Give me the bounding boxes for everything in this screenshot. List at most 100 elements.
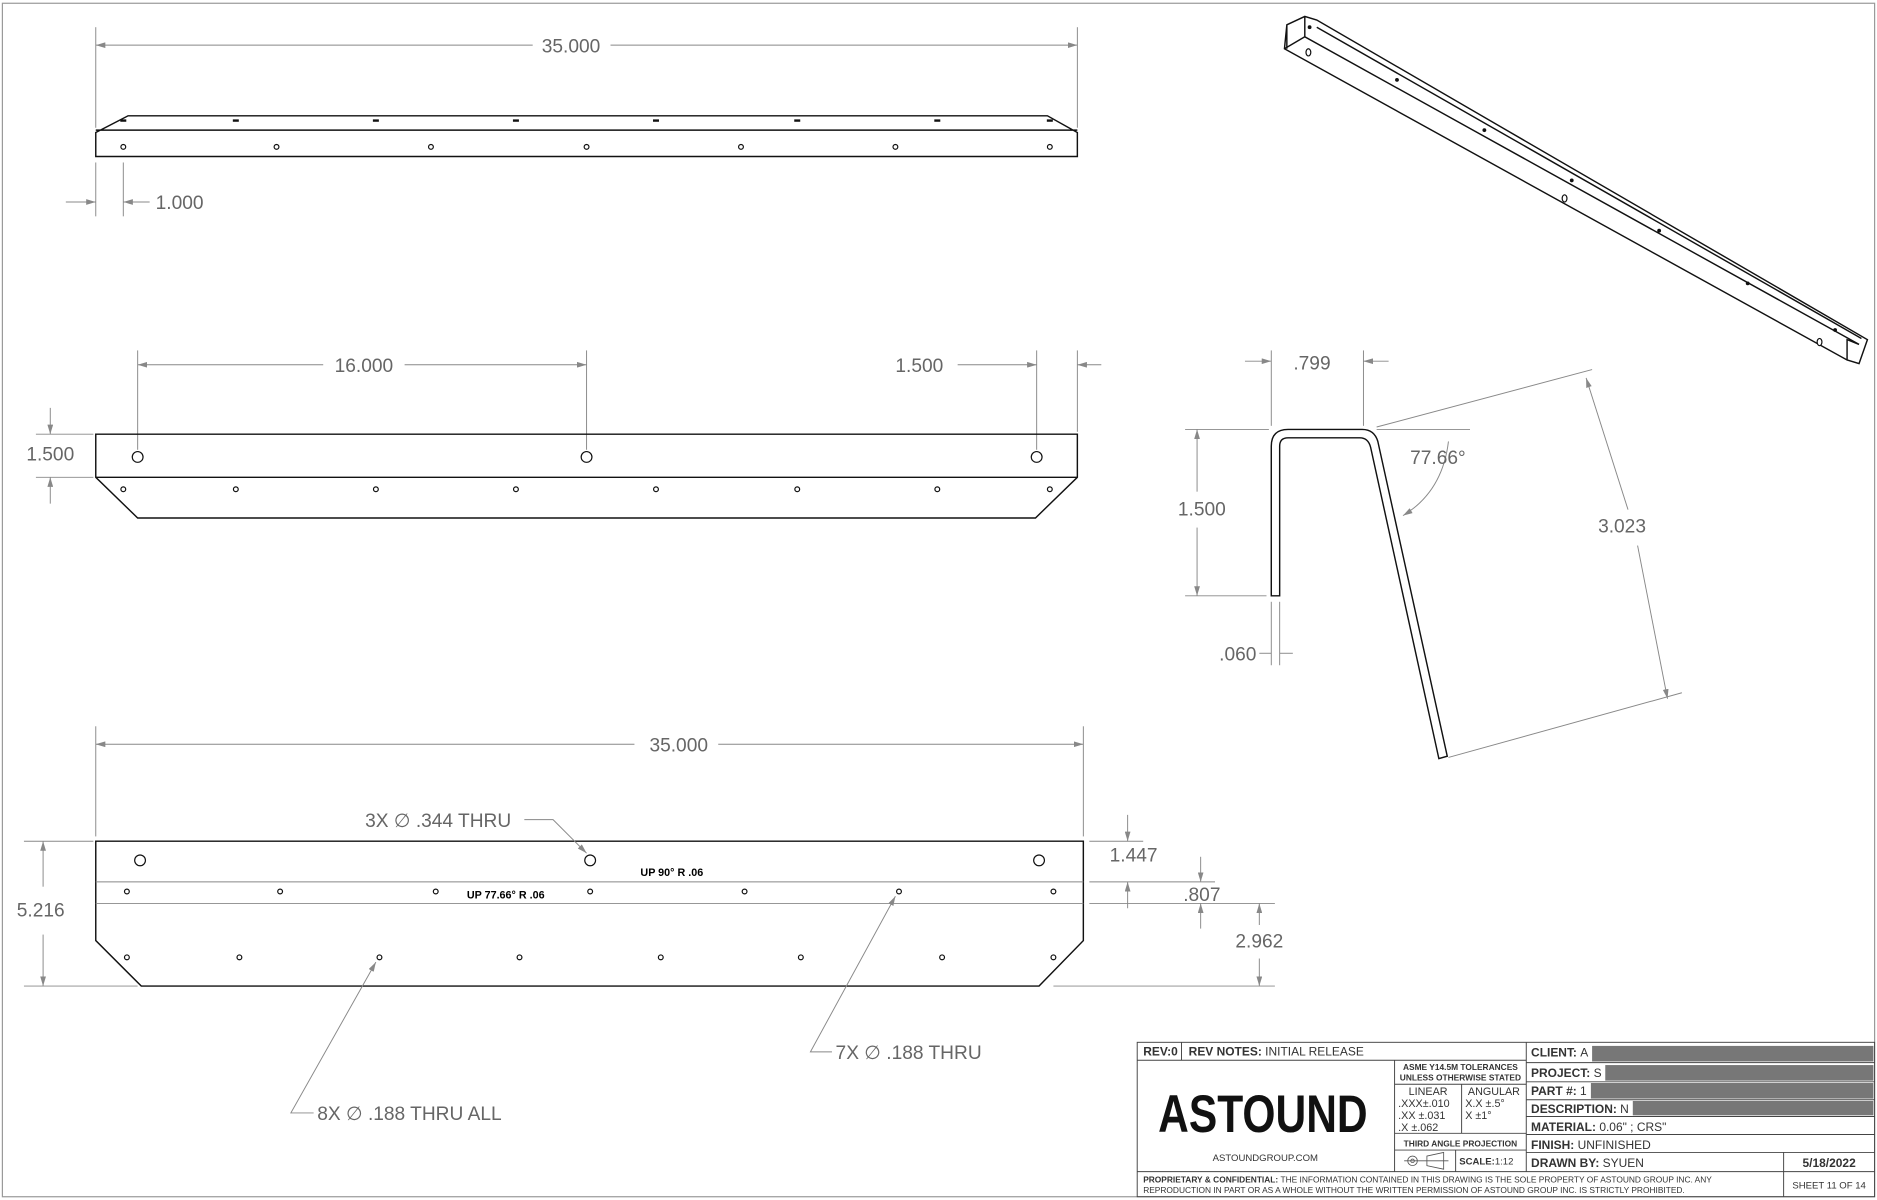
- hole: [1482, 128, 1487, 133]
- top-offset-dim: 1.000: [156, 193, 204, 214]
- hole: [432, 888, 439, 895]
- slot: [512, 119, 519, 122]
- material-value: 0.06" ; CRS": [1599, 1120, 1666, 1134]
- slot: [232, 119, 239, 122]
- hole: [1395, 77, 1399, 82]
- bend-angle-dim: 77.66°: [1410, 448, 1466, 469]
- dim-2962: 2.962: [1235, 932, 1283, 953]
- large-hole: [580, 450, 593, 463]
- front-height-dim: 1.500: [26, 445, 74, 466]
- hole: [1050, 954, 1057, 961]
- hole: [427, 143, 434, 150]
- section-view: .799 1.500 .060 77.66° 3.023: [1178, 350, 1683, 760]
- callout-all-holes: 8X ∅ .188 THRU ALL: [317, 1104, 502, 1125]
- large-hole: [1816, 337, 1823, 347]
- svg-text:REV NOTES: INITIAL RELEASE: REV NOTES: INITIAL RELEASE: [1189, 1044, 1364, 1058]
- linear-tol-3: .X ±.062: [1398, 1122, 1438, 1134]
- hole: [1050, 888, 1057, 895]
- slot: [1046, 119, 1053, 122]
- svg-text:MATERIAL: 0.06" ; CRS": MATERIAL: 0.06" ; CRS": [1531, 1120, 1666, 1134]
- hole-spacing-dim: 16.000: [335, 356, 394, 377]
- slot: [934, 119, 941, 122]
- finish-value: UNFINISHED: [1578, 1138, 1652, 1152]
- tolerance-subheader: UNLESS OTHERWISE STATED: [1400, 1073, 1521, 1083]
- tolerance-header: ASME Y14.5M TOLERANCES: [1403, 1062, 1518, 1072]
- scale-value: 1:12: [1495, 1156, 1514, 1167]
- hole: [123, 888, 130, 895]
- client-label: CLIENT:: [1531, 1046, 1577, 1060]
- hole: [934, 486, 941, 493]
- slot: [652, 119, 659, 122]
- hole: [892, 143, 899, 150]
- part-value: 1: [1580, 1084, 1587, 1098]
- hole: [939, 954, 946, 961]
- project-value: S: [1594, 1066, 1602, 1080]
- thickness-dim: .060: [1219, 644, 1256, 665]
- hole: [516, 954, 523, 961]
- large-hole: [1305, 48, 1312, 57]
- bend-note-77: UP 77.66° R .06: [467, 890, 545, 902]
- projection-label: THIRD ANGLE PROJECTION: [1404, 1138, 1517, 1148]
- callout-large-holes: 3X ∅ .344 THRU: [365, 811, 511, 832]
- hole: [1046, 486, 1053, 493]
- section-width-dim: .799: [1293, 354, 1330, 375]
- top-length-dim: 35.000: [542, 36, 601, 57]
- drawn-by-value: SYUEN: [1603, 1156, 1644, 1170]
- rev-number: REV:0: [1143, 1044, 1178, 1058]
- hole: [794, 486, 801, 493]
- angular-tol-2: X ±1°: [1465, 1110, 1491, 1122]
- large-hole: [134, 854, 147, 867]
- hole: [1745, 281, 1750, 286]
- hole: [273, 143, 280, 150]
- hole: [1569, 178, 1574, 183]
- sheet-number: SHEET 11 OF 14: [1792, 1180, 1866, 1191]
- hole: [512, 486, 519, 493]
- flat-length-dim: 35.000: [649, 735, 708, 756]
- svg-text:DRAWN BY: SYUEN: DRAWN BY: SYUEN: [1531, 1156, 1644, 1170]
- top-view: 35.000 1.000: [65, 27, 1079, 217]
- hole: [232, 486, 239, 493]
- rev-notes-label: REV NOTES:: [1189, 1044, 1262, 1058]
- svg-text:PART #: 1: PART #: 1: [1531, 1084, 1587, 1098]
- svg-text:DESCRIPTION: N: DESCRIPTION: N: [1531, 1102, 1629, 1116]
- dim-1447: 1.447: [1110, 846, 1158, 867]
- description-value: N: [1620, 1102, 1629, 1116]
- proprietary-label: PROPRIETARY & CONFIDENTIAL:: [1143, 1174, 1278, 1184]
- redaction-description: [1632, 1100, 1874, 1116]
- material-label: MATERIAL:: [1531, 1120, 1596, 1134]
- linear-tol-1: .XXX±.010: [1398, 1098, 1449, 1110]
- hole: [1046, 143, 1053, 150]
- redaction-client: [1592, 1045, 1874, 1062]
- hole: [583, 143, 590, 150]
- hole: [1307, 25, 1312, 30]
- description-label: DESCRIPTION:: [1531, 1102, 1617, 1116]
- flat-pattern-view: 35.000 UP 90° R .06 UP 77.66° R .06 5.21…: [17, 726, 1283, 1125]
- astound-logo: ASTOUND: [1158, 1085, 1367, 1144]
- hole: [797, 954, 804, 961]
- website: ASTOUNDGROUP.COM: [1213, 1153, 1318, 1164]
- rev-notes: INITIAL RELEASE: [1265, 1044, 1364, 1058]
- svg-text:FINISH: UNFINISHED: FINISH: UNFINISHED: [1531, 1138, 1651, 1152]
- hole: [236, 954, 243, 961]
- hole: [123, 954, 130, 961]
- svg-text:SCALE:1:12: SCALE:1:12: [1459, 1156, 1513, 1167]
- proprietary-text-1: THE INFORMATION CONTAINED IN THIS DRAWIN…: [1281, 1174, 1713, 1184]
- dim-807: .807: [1183, 885, 1220, 906]
- hole: [657, 954, 664, 961]
- large-hole: [1030, 450, 1043, 463]
- slot: [120, 119, 127, 122]
- hole: [120, 143, 127, 150]
- svg-text:REV:0: REV:0: [1143, 1044, 1178, 1058]
- hole: [652, 486, 659, 493]
- svg-text:PROPRIETARY & CONFIDENTIAL: TH: PROPRIETARY & CONFIDENTIAL: THE INFORMAT…: [1143, 1174, 1712, 1184]
- slot: [372, 119, 379, 122]
- part-label: PART #:: [1531, 1084, 1577, 1098]
- hole: [120, 486, 127, 493]
- hole: [376, 954, 383, 961]
- angular-tol-1: X.X ±.5°: [1465, 1098, 1505, 1110]
- finish-label: FINISH:: [1531, 1138, 1574, 1152]
- angular-label: ANGULAR: [1468, 1086, 1520, 1098]
- bend-note-90: UP 90° R .06: [640, 867, 703, 879]
